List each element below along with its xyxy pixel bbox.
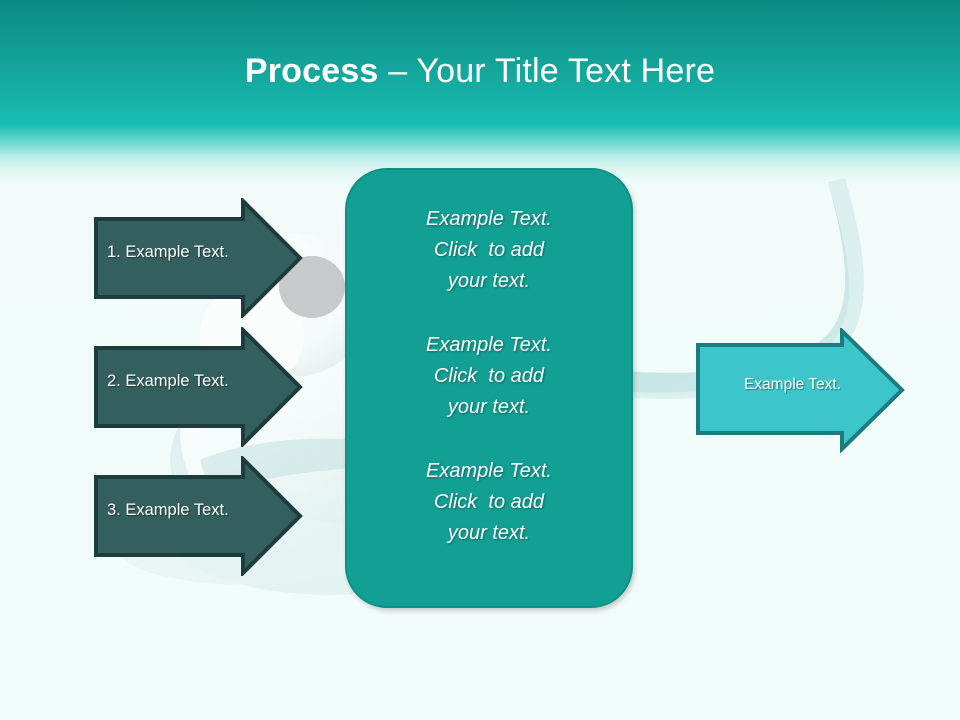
panel-block-3-line-3: your text.: [447, 522, 531, 544]
step-arrow-3[interactable]: 3. Example Text.: [93, 456, 303, 576]
panel-block-2-line-2: Click to add: [433, 365, 545, 387]
panel-block-2-line-3: your text.: [447, 396, 531, 418]
panel-block-1-line-3: your text.: [447, 270, 531, 292]
arrow-right-icon: [94, 198, 303, 318]
panel-block-1-line-1: Example Text.: [426, 208, 552, 230]
step-arrow-2[interactable]: 2. Example Text.: [93, 327, 303, 447]
slide-title: Process – Your Title Text Here: [0, 50, 960, 92]
panel-block-3-line-1: Example Text.: [426, 460, 552, 482]
step-arrow-2-label: 2. Example Text.: [107, 372, 229, 390]
arrow-right-icon: [696, 328, 905, 453]
panel-block-1-line-2: Click to add: [433, 239, 545, 261]
panel-text-block-2[interactable]: Example Text. Click to add your text.: [369, 330, 609, 423]
slide-title-rest: – Your Title Text Here: [378, 52, 716, 90]
panel-text-block-1[interactable]: Example Text. Click to add your text.: [369, 204, 609, 297]
arrow-right-icon: [94, 456, 303, 576]
step-arrow-3-label: 3. Example Text.: [107, 501, 229, 519]
step-arrow-1-label: 1. Example Text.: [107, 243, 229, 261]
slide-title-bold: Process: [244, 52, 379, 90]
output-arrow[interactable]: Example Text.: [695, 328, 905, 453]
panel-text-block-3[interactable]: Example Text. Click to add your text.: [369, 456, 609, 549]
header-gradient-band: [0, 0, 960, 200]
output-arrow-label: Example Text.: [743, 376, 842, 393]
step-arrow-1[interactable]: 1. Example Text.: [93, 198, 303, 318]
center-content-panel[interactable]: Example Text. Click to add your text. Ex…: [345, 168, 633, 608]
arrow-right-icon: [94, 327, 303, 447]
panel-block-2-line-1: Example Text.: [426, 334, 552, 356]
panel-block-3-line-2: Click to add: [433, 491, 545, 513]
